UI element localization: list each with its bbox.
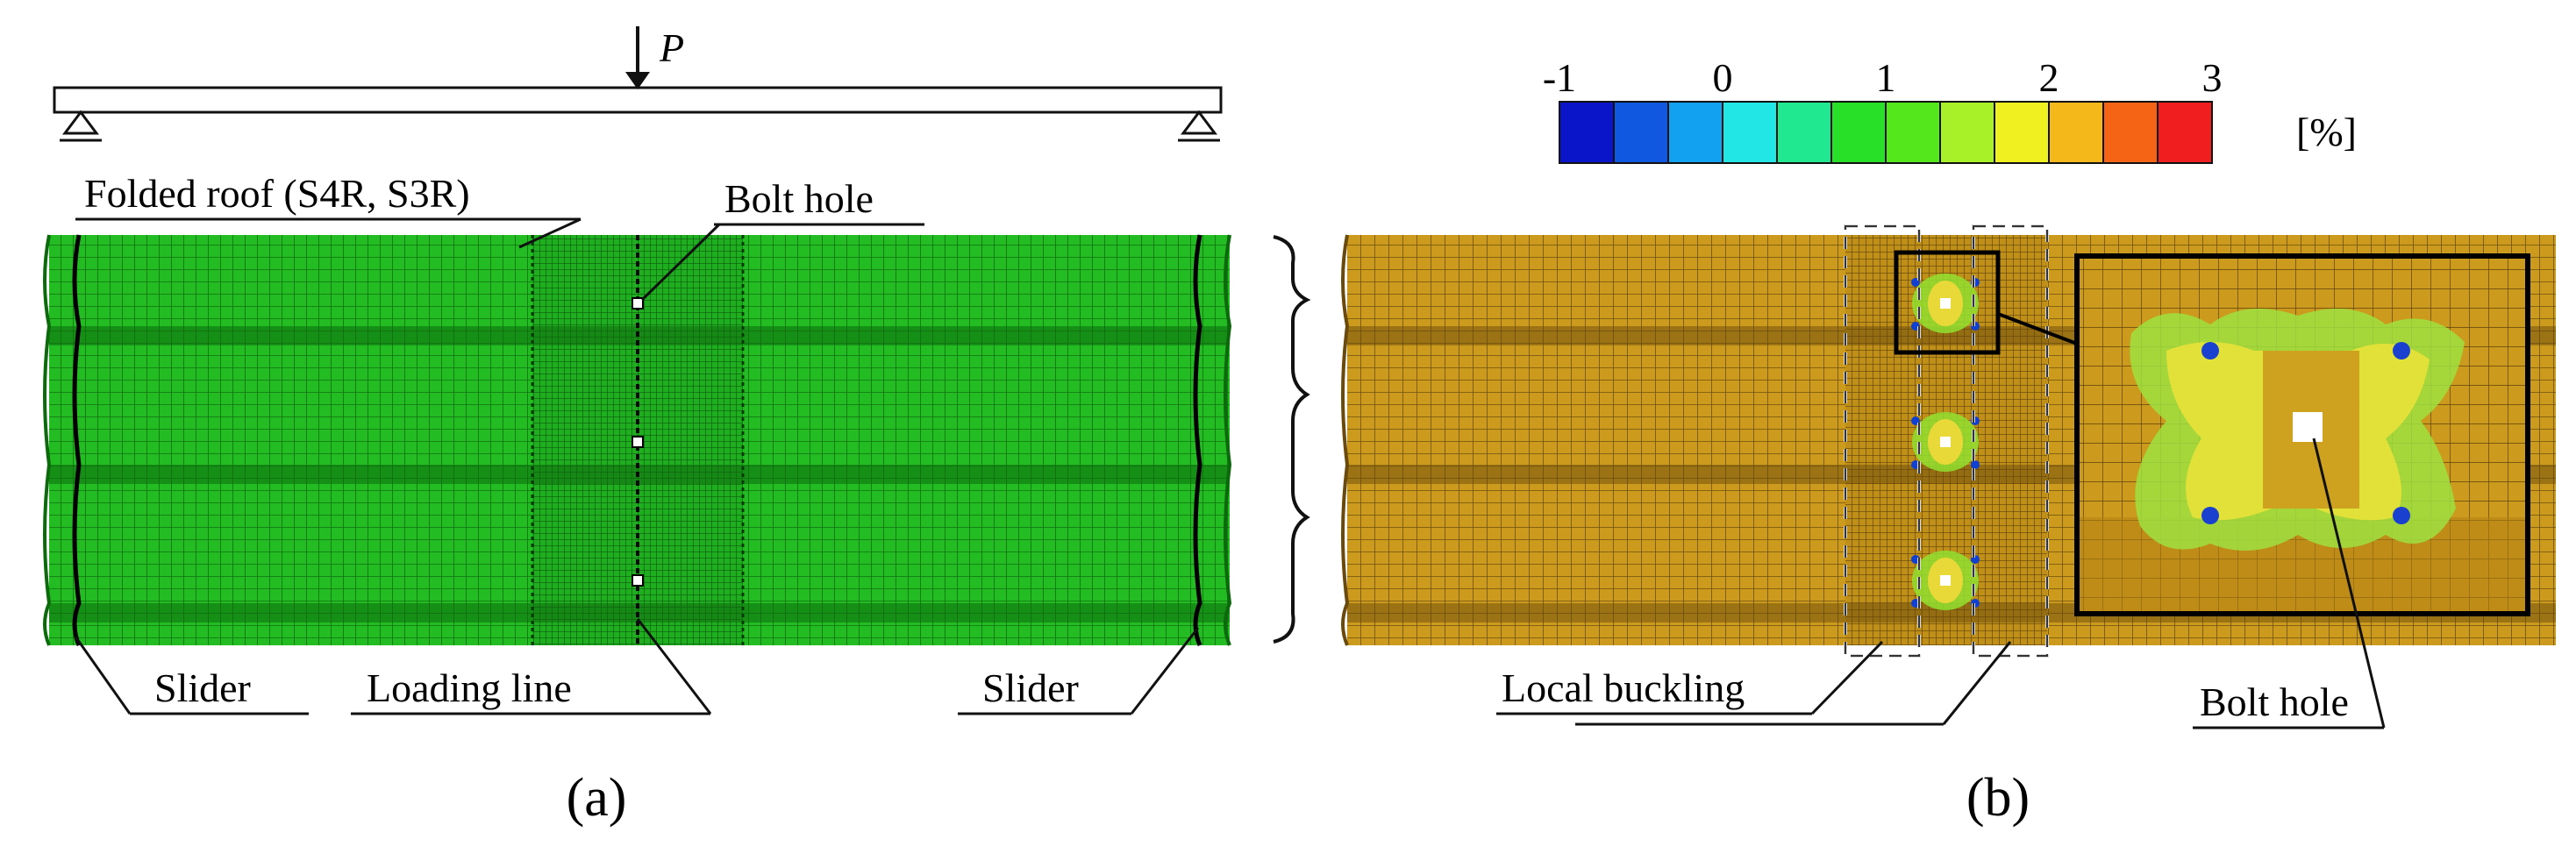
annotations-b: Local buckling Bolt hole: [1496, 438, 2386, 729]
load-arrow-head: [625, 72, 650, 89]
beam: [53, 86, 1223, 114]
colorbar-cell: [1885, 101, 1941, 164]
bolt-hole-2: [632, 436, 644, 448]
colorbar-cell: [1722, 101, 1778, 164]
colorbar-cell: [1994, 101, 2050, 164]
colorbar-cell: [1776, 101, 1832, 164]
bolt-hole-1: [632, 297, 644, 310]
slider-right-line: [1193, 234, 1202, 646]
colorbar-cell: [1939, 101, 1995, 164]
caption-a: (a): [567, 768, 627, 828]
colorbar-cells: [1559, 101, 2213, 164]
label-bolt-hole-b: Bolt hole: [2200, 680, 2349, 724]
buckling-spot: [1911, 274, 1980, 333]
annotations-a: Folded roof (S4R, S3R) Bolt hole Slider …: [74, 171, 1200, 715]
panel-a: P: [43, 25, 1311, 828]
panel-b: -1 0 1 2 3 [%]: [1341, 55, 2556, 828]
load-label: P: [659, 25, 684, 70]
colorbar-cell: [2102, 101, 2159, 164]
fe-mesh-a: [43, 234, 1232, 646]
colorbar-tick-label: 2: [2039, 55, 2059, 100]
colorbar-tick-label: -1: [1543, 55, 1576, 100]
bolt-hole-3: [632, 574, 644, 587]
colorbar: -1 0 1 2 3 [%]: [1543, 55, 2357, 164]
label-slider-right: Slider: [982, 665, 1079, 710]
slider-left-line: [72, 234, 82, 646]
colorbar-cell: [1559, 101, 1615, 164]
local-buckling-box-left-dark: [1845, 225, 1920, 657]
label-slider-left: Slider: [154, 665, 251, 710]
local-buckling-box-right-dark: [1973, 225, 2048, 657]
label-folded-roof: Folded roof (S4R, S3R): [84, 171, 470, 216]
zoom-bolt-hole: [2293, 412, 2323, 442]
left-support: [62, 110, 99, 135]
zoom-inset: [2074, 253, 2530, 616]
label-local-buckling: Local buckling: [1502, 665, 1745, 710]
caption-b: (b): [1966, 768, 2030, 828]
colorbar-cell: [1613, 101, 1669, 164]
right-support: [1181, 110, 1217, 135]
colorbar-tick-label: 3: [2202, 55, 2223, 100]
label-loading-line: Loading line: [367, 665, 572, 710]
beam-schematic: P: [53, 25, 1223, 142]
colorbar-tick-label: 0: [1713, 55, 1733, 100]
colorbar-cell: [1667, 101, 1723, 164]
zoom-source-box: [1894, 250, 2001, 355]
colorbar-cell: [2048, 101, 2104, 164]
rib-brace: [1273, 235, 1311, 644]
label-bolt-hole-a: Bolt hole: [724, 176, 874, 221]
colorbar-cell: [1830, 101, 1887, 164]
colorbar-cell: [2157, 101, 2213, 164]
colorbar-unit: [%]: [2296, 110, 2357, 154]
colorbar-tick-label: 1: [1876, 55, 1896, 100]
zoom-frame: [2074, 253, 2530, 616]
